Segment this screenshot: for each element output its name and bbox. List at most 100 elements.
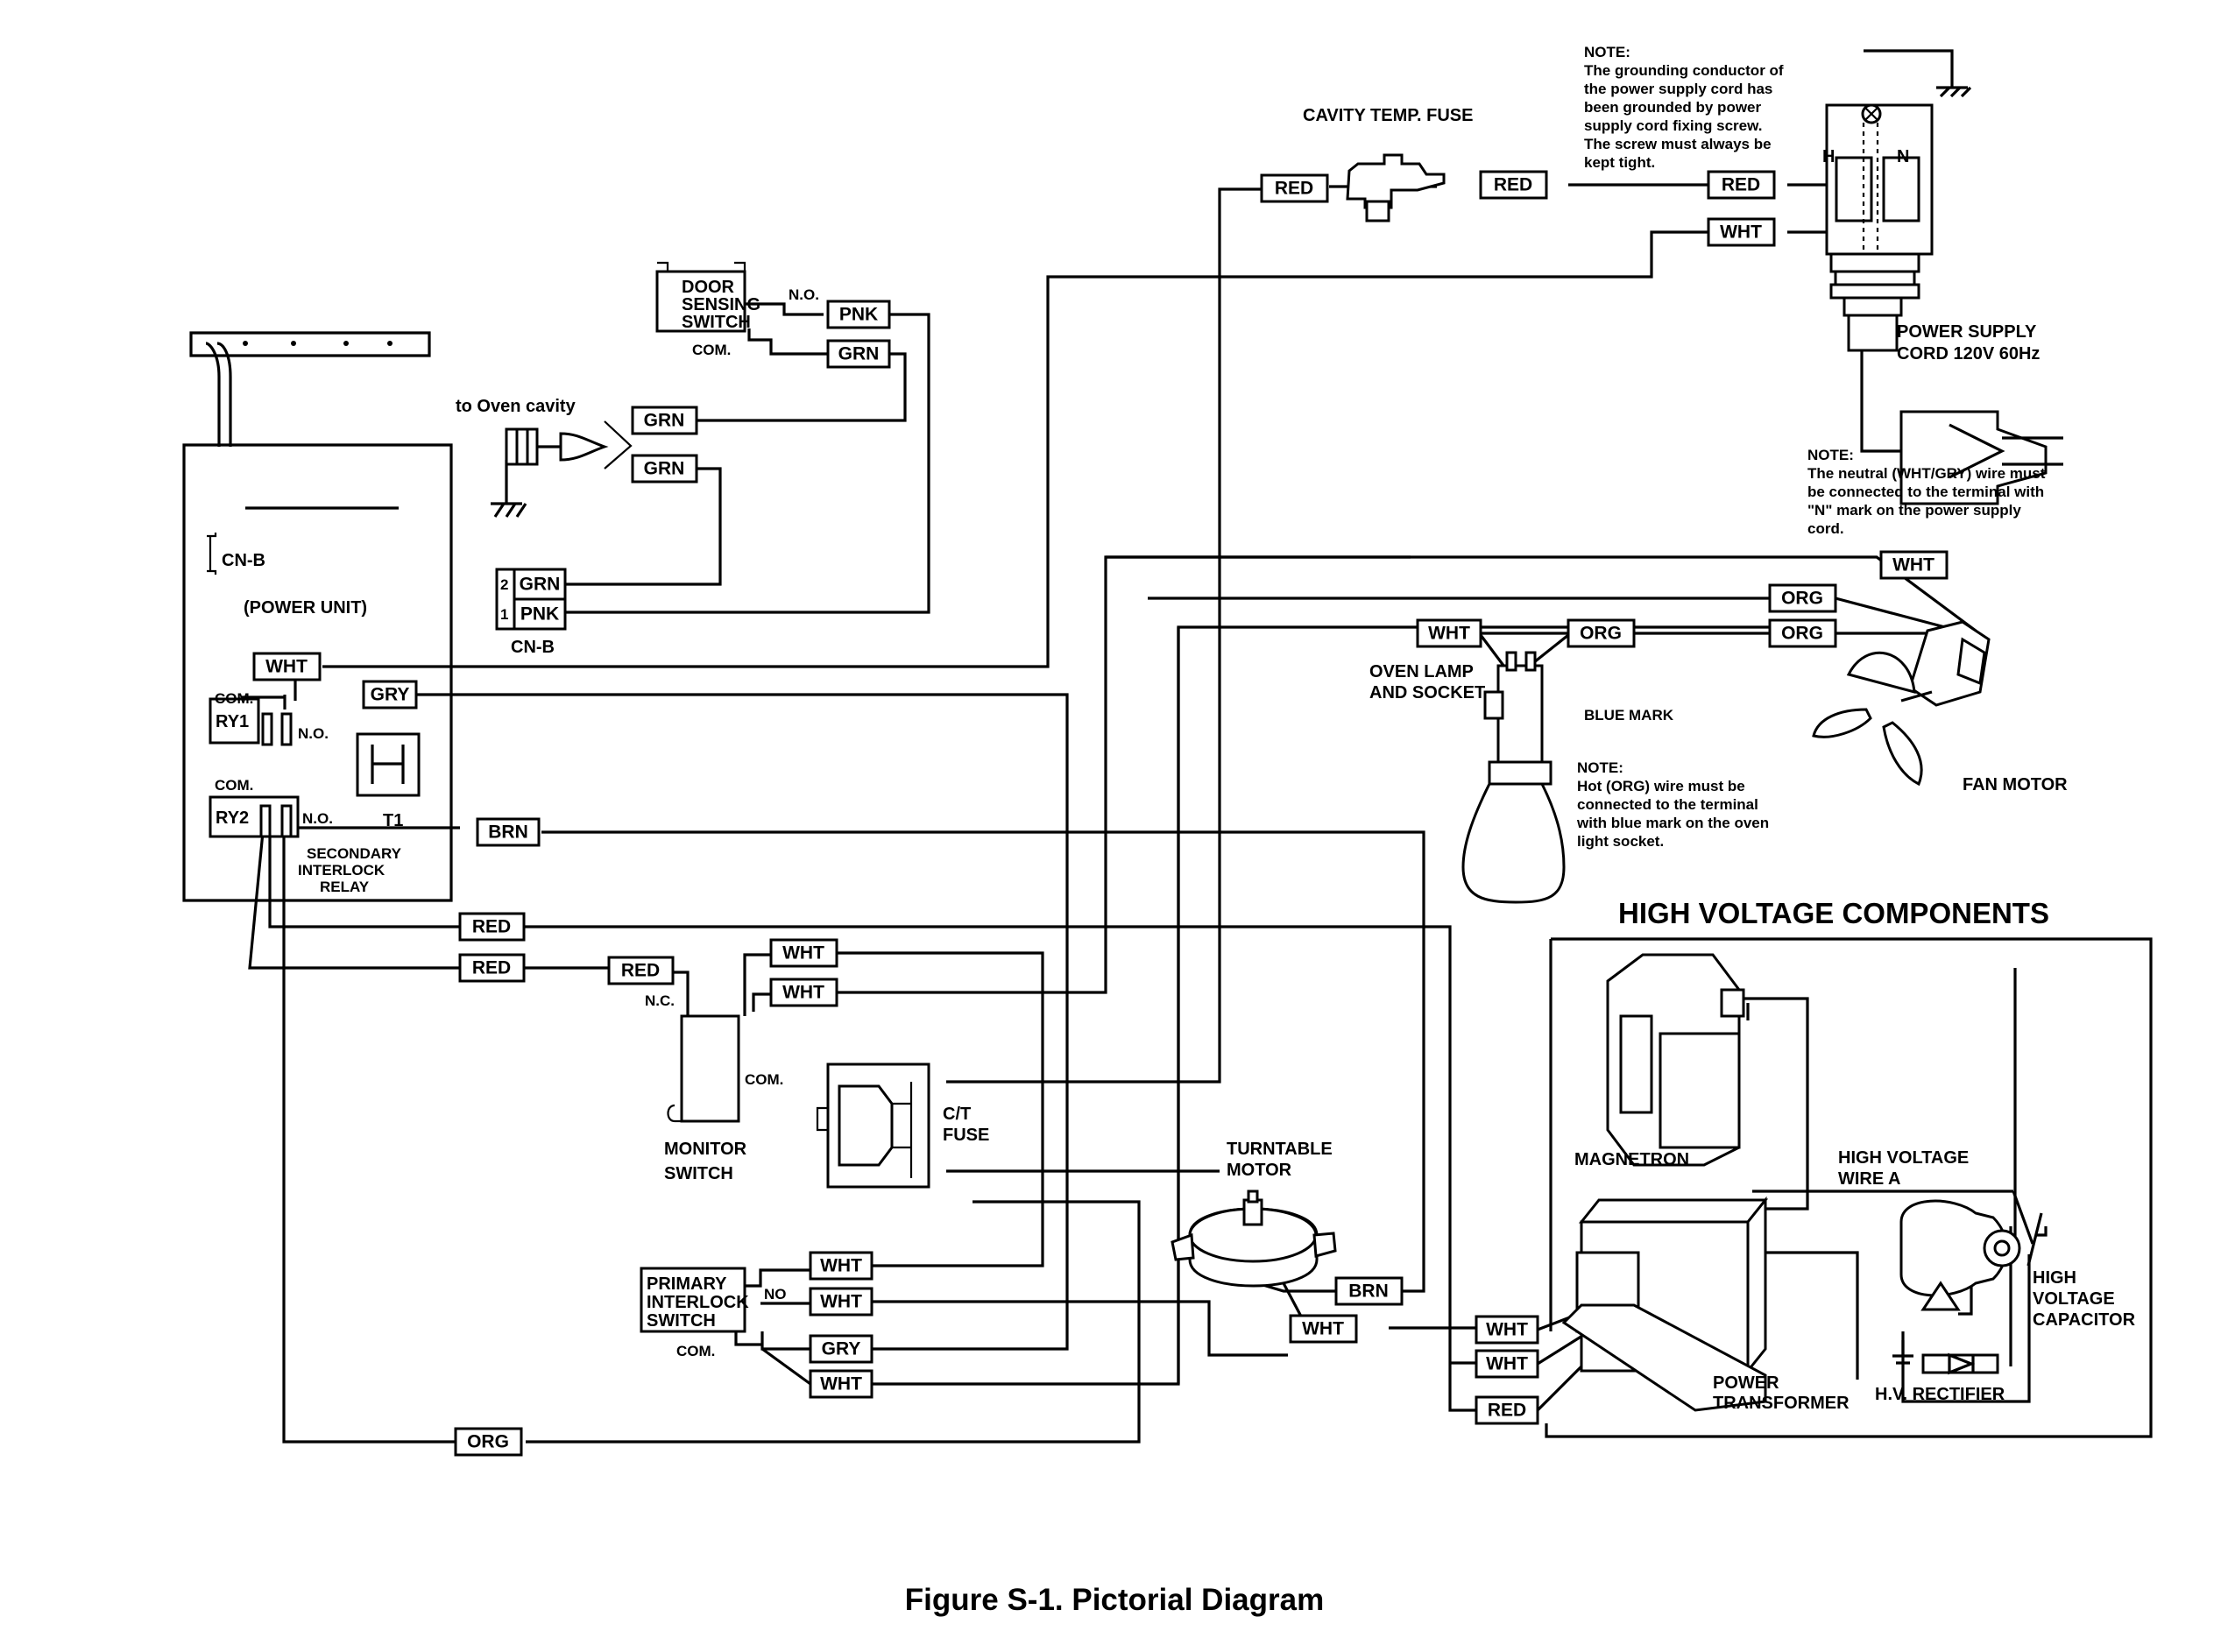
door-switch-label: SENSING: [682, 295, 760, 314]
wire-tag-org: ORG: [1567, 618, 1636, 648]
wire-tag-text: ORG: [1781, 589, 1823, 609]
wire-tag-wht: WHT: [1707, 217, 1776, 247]
note-line: kept tight.: [1584, 154, 1655, 171]
wire-tag-grn: GRN: [520, 575, 561, 595]
pin-label: 2: [500, 576, 508, 593]
note-line: be connected to the terminal with: [1807, 484, 2044, 500]
oven-cavity-connector: to Oven cavity: [456, 397, 609, 518]
wire-tag-text: WHT: [1720, 222, 1762, 243]
fan-motor: FAN MOTOR: [1812, 620, 2068, 794]
power-cord-label-1: POWER SUPPLY: [1897, 322, 2037, 342]
wire-tag-wht: WHT: [809, 1251, 874, 1281]
wire-tag-text: RED: [621, 961, 660, 981]
door-switch-label: SWITCH: [682, 313, 751, 332]
ry1-label: RY1: [216, 712, 249, 731]
wire-tag-red: RED: [1479, 170, 1548, 200]
fan-motor-label: FAN MOTOR: [1963, 775, 2068, 794]
hv-title: HIGH VOLTAGE COMPONENTS: [1618, 897, 2049, 929]
wire-tag-text: BRN: [488, 822, 528, 843]
wire-tags: RED RED RED WHT PNK GRN GRN GRN WHT GRY …: [252, 170, 1949, 1457]
note-line: been grounded by power: [1584, 99, 1762, 116]
wire-tag-text: WHT: [782, 983, 824, 1003]
wire-tag-text: GRN: [644, 459, 685, 479]
wire-tag-brn: BRN: [476, 817, 541, 847]
transformer-label: POWER: [1713, 1373, 1779, 1393]
oven-lamp-label: AND SOCKET: [1369, 683, 1485, 702]
secondary-relay-label: INTERLOCK: [298, 862, 385, 879]
turntable-label: MOTOR: [1227, 1161, 1292, 1180]
note-line: connected to the terminal: [1577, 796, 1758, 813]
wire-tag-text: RED: [1488, 1401, 1526, 1421]
no-label: NO: [764, 1286, 787, 1303]
wire-tag-wht: WHT: [1416, 618, 1482, 648]
wire-tag-text: BRN: [1348, 1281, 1389, 1302]
com-label: COM.: [215, 777, 253, 794]
note-line: The grounding conductor of: [1584, 62, 1784, 79]
wire-tag-text: WHT: [1892, 555, 1934, 575]
wire-tag-text: WHT: [1302, 1319, 1344, 1339]
note-line: The screw must always be: [1584, 136, 1772, 152]
monitor-switch-label: SWITCH: [664, 1164, 733, 1183]
note-hot: NOTE: Hot (ORG) wire must be connected t…: [1576, 759, 1769, 850]
wire-tag-text: WHT: [820, 1374, 862, 1394]
com-label: COM.: [676, 1343, 715, 1359]
wire-tag-wht: WHT: [1289, 1314, 1358, 1344]
wire-tag-red: RED: [1475, 1395, 1539, 1425]
turntable-label: TURNTABLE: [1227, 1140, 1333, 1159]
note-line: "N" mark on the power supply: [1807, 502, 2021, 519]
wire-tag-text: WHT: [1486, 1354, 1528, 1374]
note-line: the power supply cord has: [1584, 81, 1772, 97]
wire-tag-text: WHT: [1486, 1320, 1528, 1340]
turntable-motor: TURNTABLE MOTOR: [1171, 1140, 1337, 1288]
oven-lamp-and-socket: OVEN LAMP AND SOCKET BLUE MARK: [1369, 651, 1674, 904]
hv-wire-label: WIRE A: [1838, 1169, 1900, 1189]
note-line: NOTE:: [1807, 447, 1854, 463]
wire-tag-text: ORG: [1781, 624, 1823, 644]
power-unit-label: (POWER UNIT): [244, 598, 367, 618]
wire-tag-gry: GRY: [809, 1334, 874, 1364]
wire-tag-text: PNK: [839, 305, 878, 325]
door-sensing-switch: DOOR SENSING SWITCH N.O. COM.: [655, 261, 819, 358]
figure-caption: Figure S-1. Pictorial Diagram: [905, 1583, 1324, 1617]
wire-tag-grn: GRN: [631, 454, 698, 484]
no-label: N.O.: [302, 810, 333, 827]
primary-switch-label: INTERLOCK: [647, 1293, 749, 1312]
wire-tag-wht: WHT: [1879, 550, 1949, 580]
note-line: light socket.: [1577, 833, 1664, 850]
secondary-relay-label: SECONDARY: [307, 845, 402, 862]
hot-terminal-h: H: [1822, 147, 1835, 166]
primary-switch-label: SWITCH: [647, 1311, 716, 1331]
magnetron-label: MAGNETRON: [1574, 1150, 1689, 1169]
ct-fuse-label: C/T: [943, 1105, 971, 1124]
capacitor-label: CAPACITOR: [2033, 1310, 2136, 1330]
nc-label: N.C.: [645, 992, 675, 1009]
cn-b-connector: 2 1 GRN PNK CN-B: [495, 568, 567, 657]
wire-tag-wht: WHT: [1475, 1349, 1539, 1379]
wire-tag-red: RED: [1260, 173, 1329, 203]
wire-tag-org: ORG: [454, 1427, 523, 1457]
wire-tag-text: GRN: [644, 411, 685, 431]
note-neutral: NOTE: The neutral (WHT/GRY) wire must be…: [1807, 447, 2046, 537]
wire-tag-red: RED: [1707, 170, 1776, 200]
wire-tag-text: RED: [472, 917, 511, 937]
door-switch-label: DOOR: [682, 278, 735, 297]
note-line: NOTE:: [1577, 759, 1623, 776]
secondary-relay-label: RELAY: [320, 879, 370, 895]
wire-tag-text: WHT: [1428, 624, 1470, 644]
power-supply-cord: H N POWER SUPPLY CORD 120V 60Hz: [1822, 49, 2063, 505]
wire-tag-wht: WHT: [1475, 1315, 1539, 1345]
wire-tag-red: RED: [458, 953, 526, 983]
com-label: COM.: [215, 690, 253, 707]
wire-tag-grn: GRN: [826, 339, 891, 369]
monitor-switch: N.C. COM. MONITOR SWITCH: [645, 992, 783, 1183]
wire-tag-gry: GRY: [362, 680, 418, 710]
wire-tag-org: ORG: [1768, 618, 1837, 648]
wires: [241, 183, 2048, 1444]
ry2-label: RY2: [216, 808, 249, 828]
note-line: cord.: [1807, 520, 1844, 537]
wire-tag-wht: WHT: [769, 938, 838, 968]
wire-tag-text: RED: [1275, 179, 1313, 199]
primary-switch-label: PRIMARY: [647, 1274, 727, 1294]
note-line: with blue mark on the oven: [1576, 815, 1769, 831]
